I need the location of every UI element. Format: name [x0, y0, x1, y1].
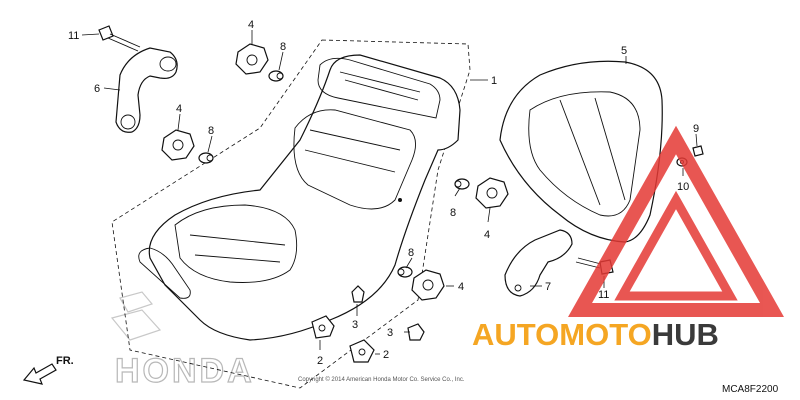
knob-nut-right-upper — [475, 177, 509, 209]
callout-2-left: 2 — [317, 355, 323, 367]
honda-wordmark: HONDA — [115, 352, 255, 390]
honda-logo: HONDA — [110, 291, 255, 391]
callout-3-upper: 3 — [352, 319, 358, 331]
callout-11-left: 11 — [68, 30, 79, 42]
callout-6: 6 — [94, 83, 100, 95]
callout-4-right-lower: 4 — [458, 281, 464, 293]
front-direction-indicator: FR. — [22, 355, 74, 385]
backrest-bracket — [504, 229, 573, 297]
clip-upper — [351, 285, 365, 303]
collar-top — [268, 70, 284, 82]
copyright-text: Copyright © 2014 American Honda Motor Co… — [298, 376, 465, 383]
collar-left — [198, 152, 214, 164]
front-label: FR. — [56, 355, 74, 367]
collar-right-lower — [397, 266, 413, 278]
grab-handle — [115, 47, 178, 133]
watermark: AUTOMOTOHUB — [472, 125, 784, 352]
front-arrow-icon — [22, 363, 57, 385]
callout-2-right: 2 — [383, 349, 389, 361]
screw — [692, 145, 704, 157]
callout-8-right-upper: 8 — [450, 207, 456, 219]
leader-lines — [81, 30, 698, 355]
backrest — [499, 60, 663, 243]
callout-8-left: 8 — [208, 125, 214, 137]
callout-3-lower: 3 — [387, 327, 393, 339]
knob-nut-left — [161, 129, 195, 161]
watermark-text: AUTOMOTOHUB — [472, 317, 719, 352]
collar-right-upper — [454, 178, 470, 190]
watermark-part2: HUB — [652, 317, 719, 352]
assembly-outline — [111, 39, 471, 389]
callout-numbers: 1 2 2 3 3 4 4 4 4 5 6 7 8 8 8 8 9 10 11 … — [68, 19, 699, 367]
main-seat — [138, 54, 461, 341]
watermark-triangle-icon — [568, 125, 784, 317]
watermark-part1: AUTOMOTO — [472, 317, 652, 352]
callout-8-top: 8 — [280, 41, 286, 53]
callout-7: 7 — [545, 281, 551, 293]
callout-4-right-upper: 4 — [484, 229, 490, 241]
callout-10: 10 — [677, 181, 689, 193]
callout-9: 9 — [693, 123, 699, 135]
callout-4-left: 4 — [176, 103, 182, 115]
bolt-left — [98, 25, 141, 52]
clip-lower — [407, 323, 425, 341]
callout-8-right-lower: 8 — [408, 247, 414, 259]
grommet-right — [349, 339, 375, 363]
callout-4-top: 4 — [248, 19, 254, 31]
diagram-code: MCA8F2200 — [722, 384, 779, 395]
knob-nut-top — [235, 43, 269, 75]
callout-1: 1 — [491, 75, 497, 87]
callout-5: 5 — [621, 45, 627, 57]
grommet-left — [311, 315, 335, 339]
callout-11-right: 11 — [598, 289, 609, 301]
knob-nut-right-lower — [411, 269, 445, 301]
